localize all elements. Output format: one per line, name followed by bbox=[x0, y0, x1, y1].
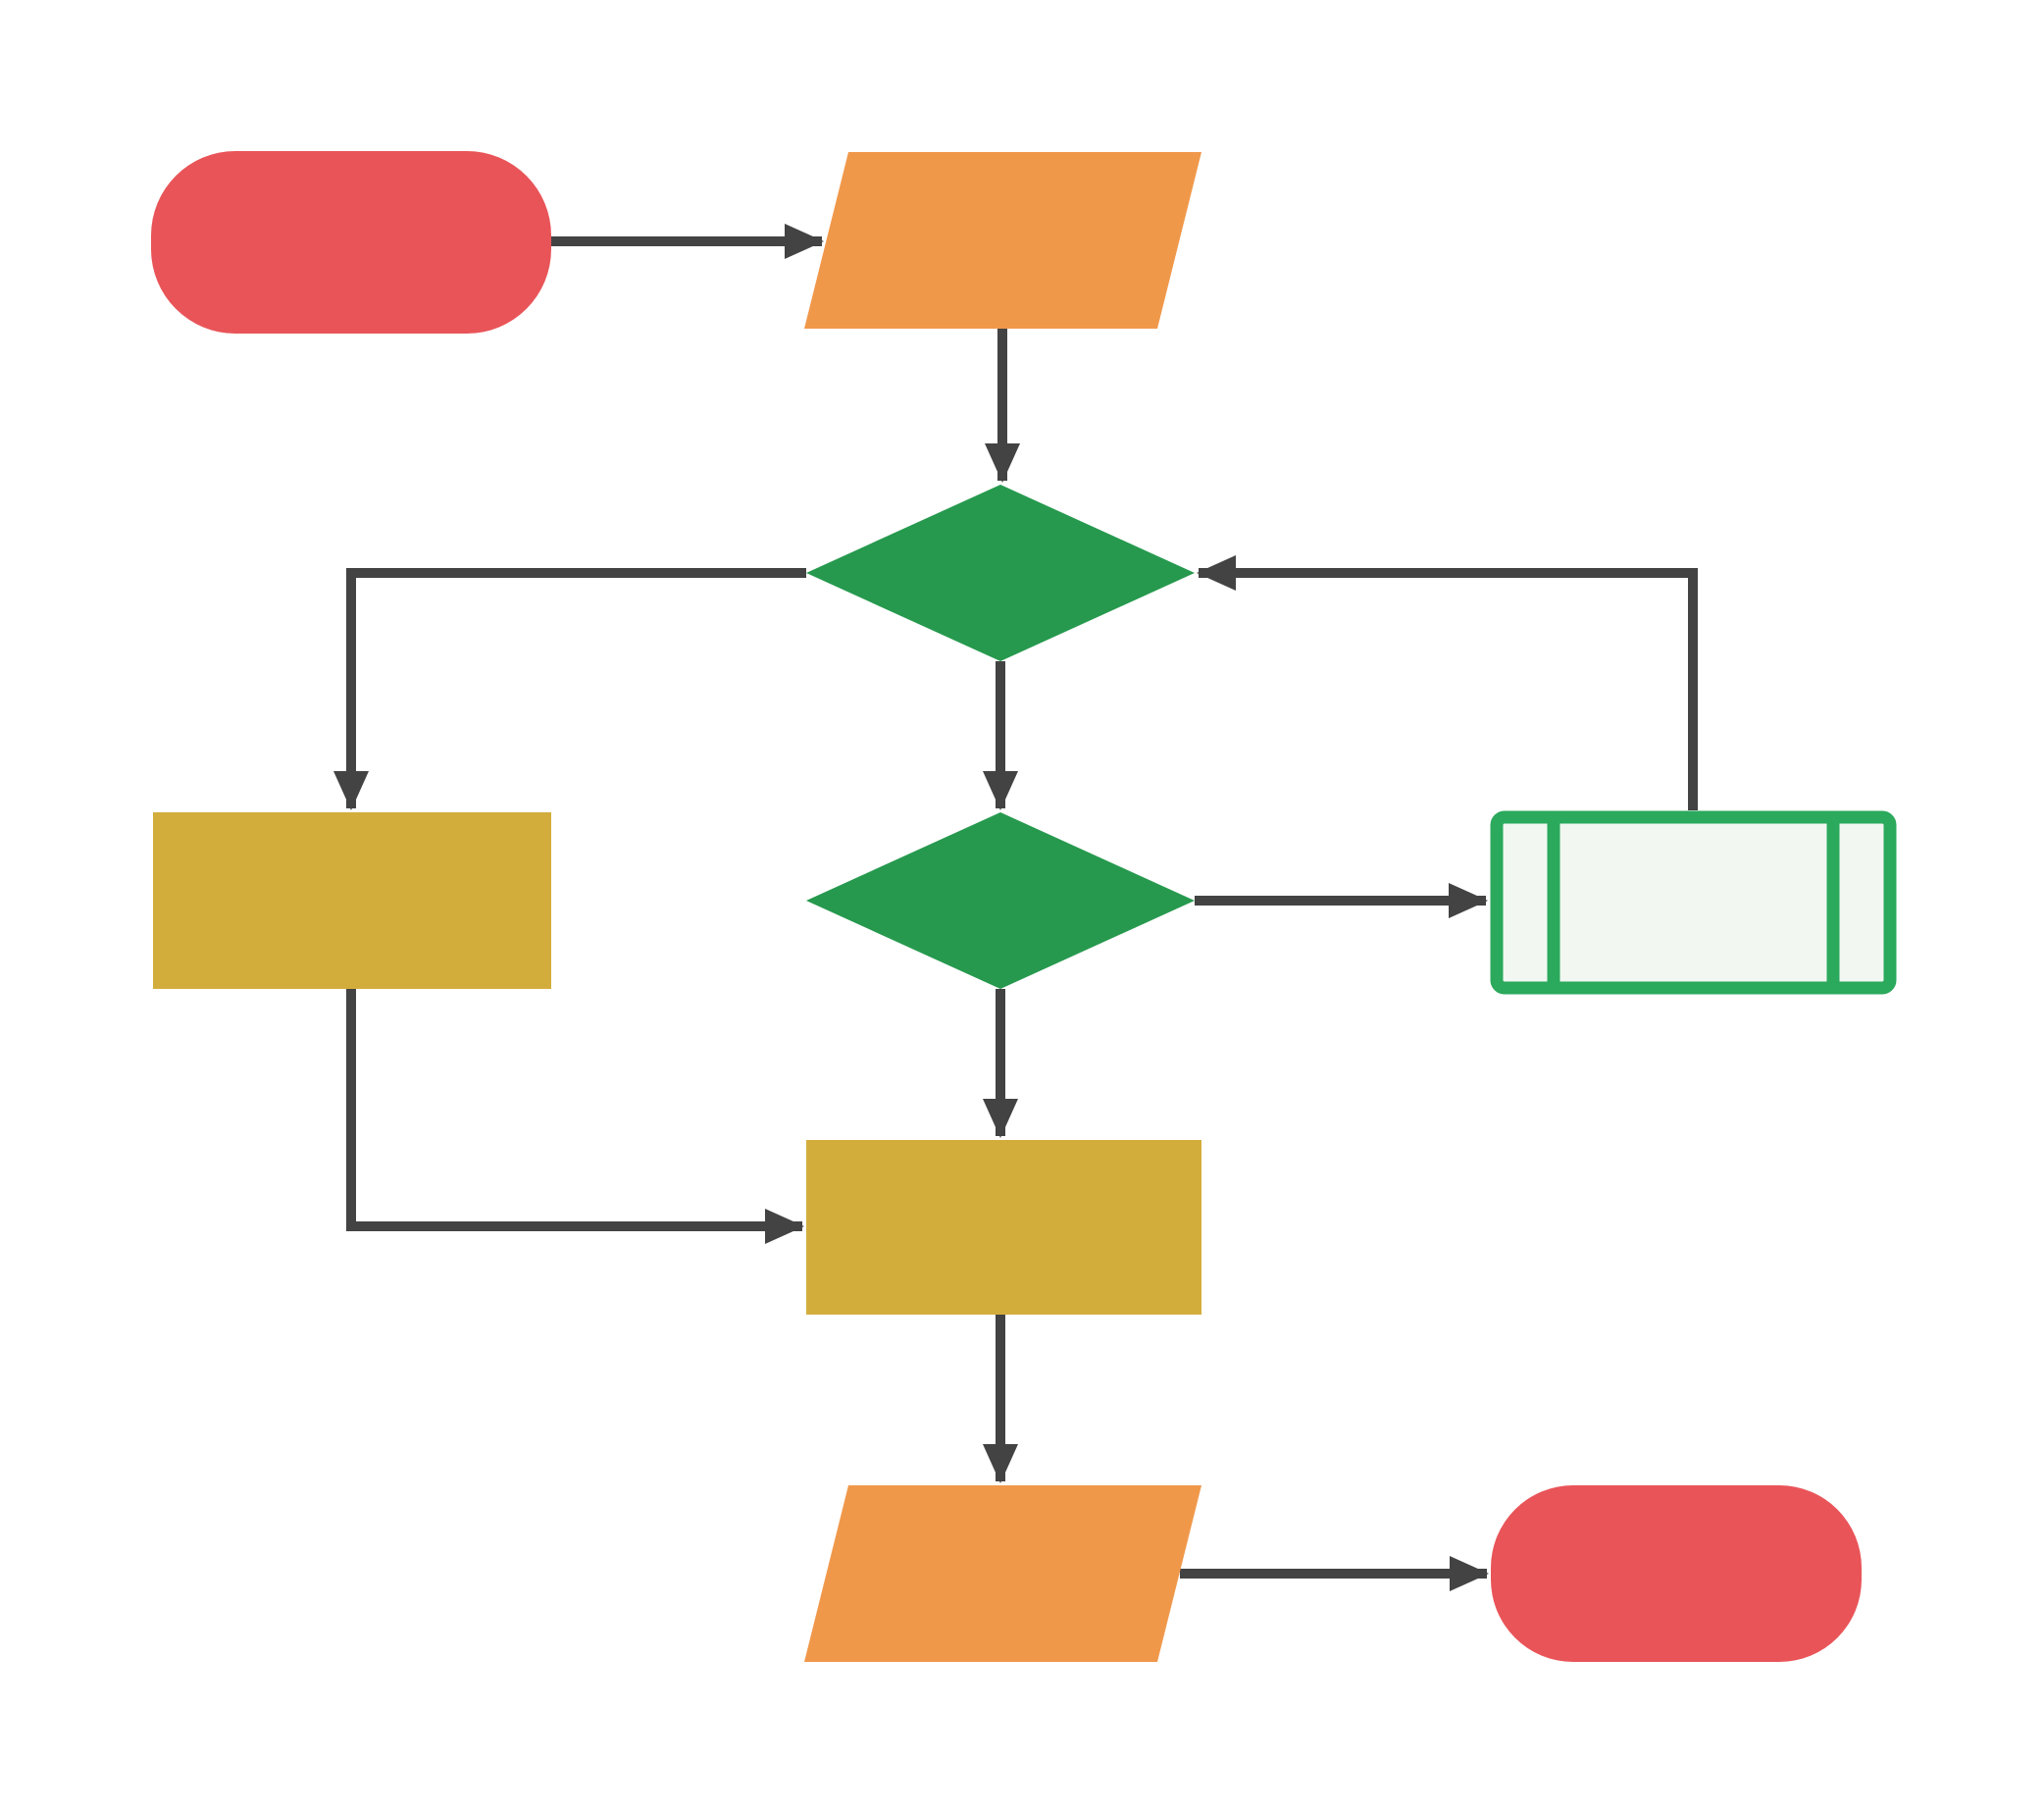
nodes-layer bbox=[151, 151, 1897, 1662]
edge-process1-to-process2 bbox=[346, 989, 804, 1244]
node-input1-parallelogram bbox=[804, 152, 1201, 329]
node-predefined1-process bbox=[1490, 810, 1897, 995]
node-start-terminator bbox=[151, 151, 551, 334]
node-process2-rectangle bbox=[806, 1140, 1201, 1315]
predefined-process-body bbox=[1490, 810, 1897, 995]
edges-layer bbox=[333, 224, 1698, 1591]
node-end-terminator bbox=[1491, 1485, 1862, 1662]
node-output1-parallelogram bbox=[804, 1485, 1201, 1662]
edge-decision1-to-process1 bbox=[333, 568, 806, 810]
edge-predefined1-to-decision1 bbox=[1197, 555, 1698, 810]
node-decision2-diamond bbox=[806, 812, 1195, 989]
node-process1-rectangle bbox=[153, 812, 551, 989]
node-decision1-diamond bbox=[806, 485, 1195, 661]
